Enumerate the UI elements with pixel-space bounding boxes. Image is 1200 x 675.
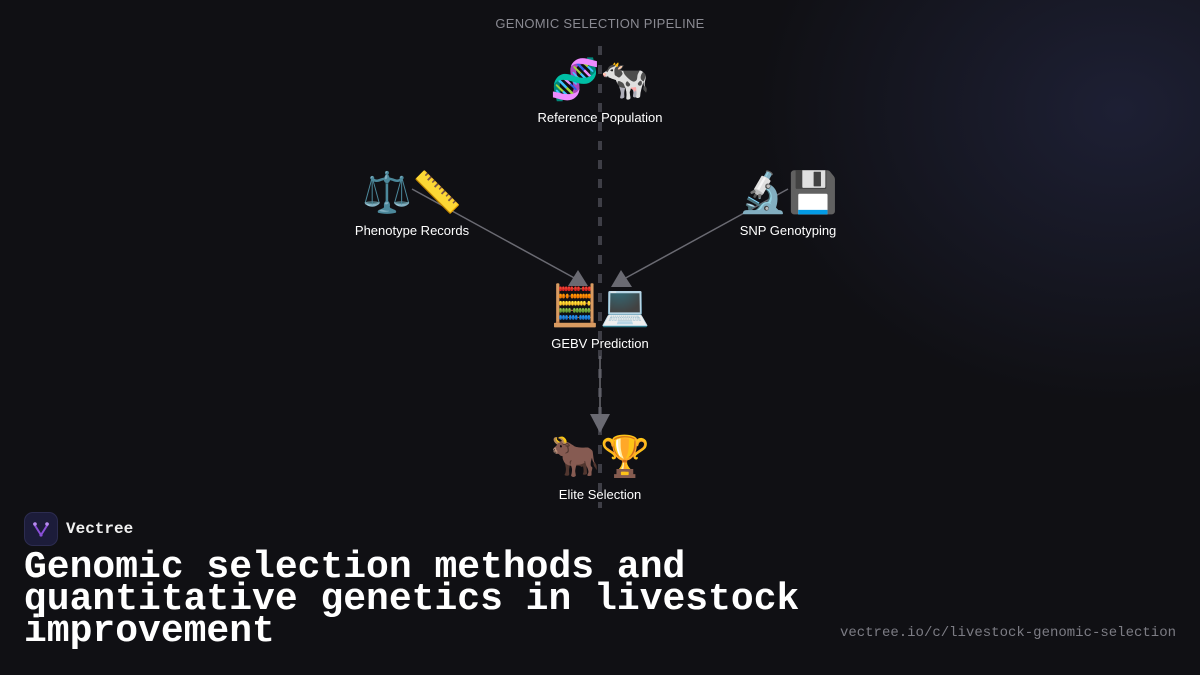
node-label: Reference Population	[537, 110, 663, 125]
scale-ruler-icon: ⚖️📏	[362, 171, 462, 215]
brand: Vectree	[24, 512, 133, 546]
node-label: Elite Selection	[558, 487, 642, 502]
node-elite-selection: 🐂🏆 Elite Selection	[510, 433, 690, 502]
page-headline: Genomic selection methods and quantitati…	[24, 546, 800, 653]
arrowhead-gebv-to-elite	[590, 414, 610, 433]
edge-pheno-to-gebv	[411, 188, 579, 281]
abacus-laptop-icon: 🧮💻	[550, 284, 650, 328]
brand-name: Vectree	[66, 520, 134, 538]
edge-snp-to-gebv	[621, 188, 789, 281]
vectree-logo-icon	[24, 512, 58, 546]
source-url[interactable]: vectree.io/c/livestock-genomic-selection	[839, 625, 1176, 641]
node-label: SNP Genotyping	[739, 223, 837, 238]
node-snp-genotyping: 🔬💾 SNP Genotyping	[698, 169, 878, 238]
node-gebv-prediction: 🧮💻 GEBV Prediction	[510, 282, 690, 351]
node-label: GEBV Prediction	[551, 336, 649, 351]
node-label: Phenotype Records	[354, 223, 470, 238]
node-phenotype-records: ⚖️📏 Phenotype Records	[322, 169, 502, 238]
diagram-title: GENOMIC SELECTION PIPELINE	[495, 16, 705, 31]
arrowhead-pheno-to-gebv	[568, 270, 588, 286]
dna-cow-icon: 🧬🐄	[550, 58, 650, 102]
ox-trophy-icon: 🐂🏆	[550, 435, 650, 479]
arrowhead-snp-to-gebv	[611, 270, 632, 287]
node-reference-population: 🧬🐄 Reference Population	[510, 56, 690, 125]
microscope-floppy-icon: 🔬💾	[738, 171, 838, 215]
